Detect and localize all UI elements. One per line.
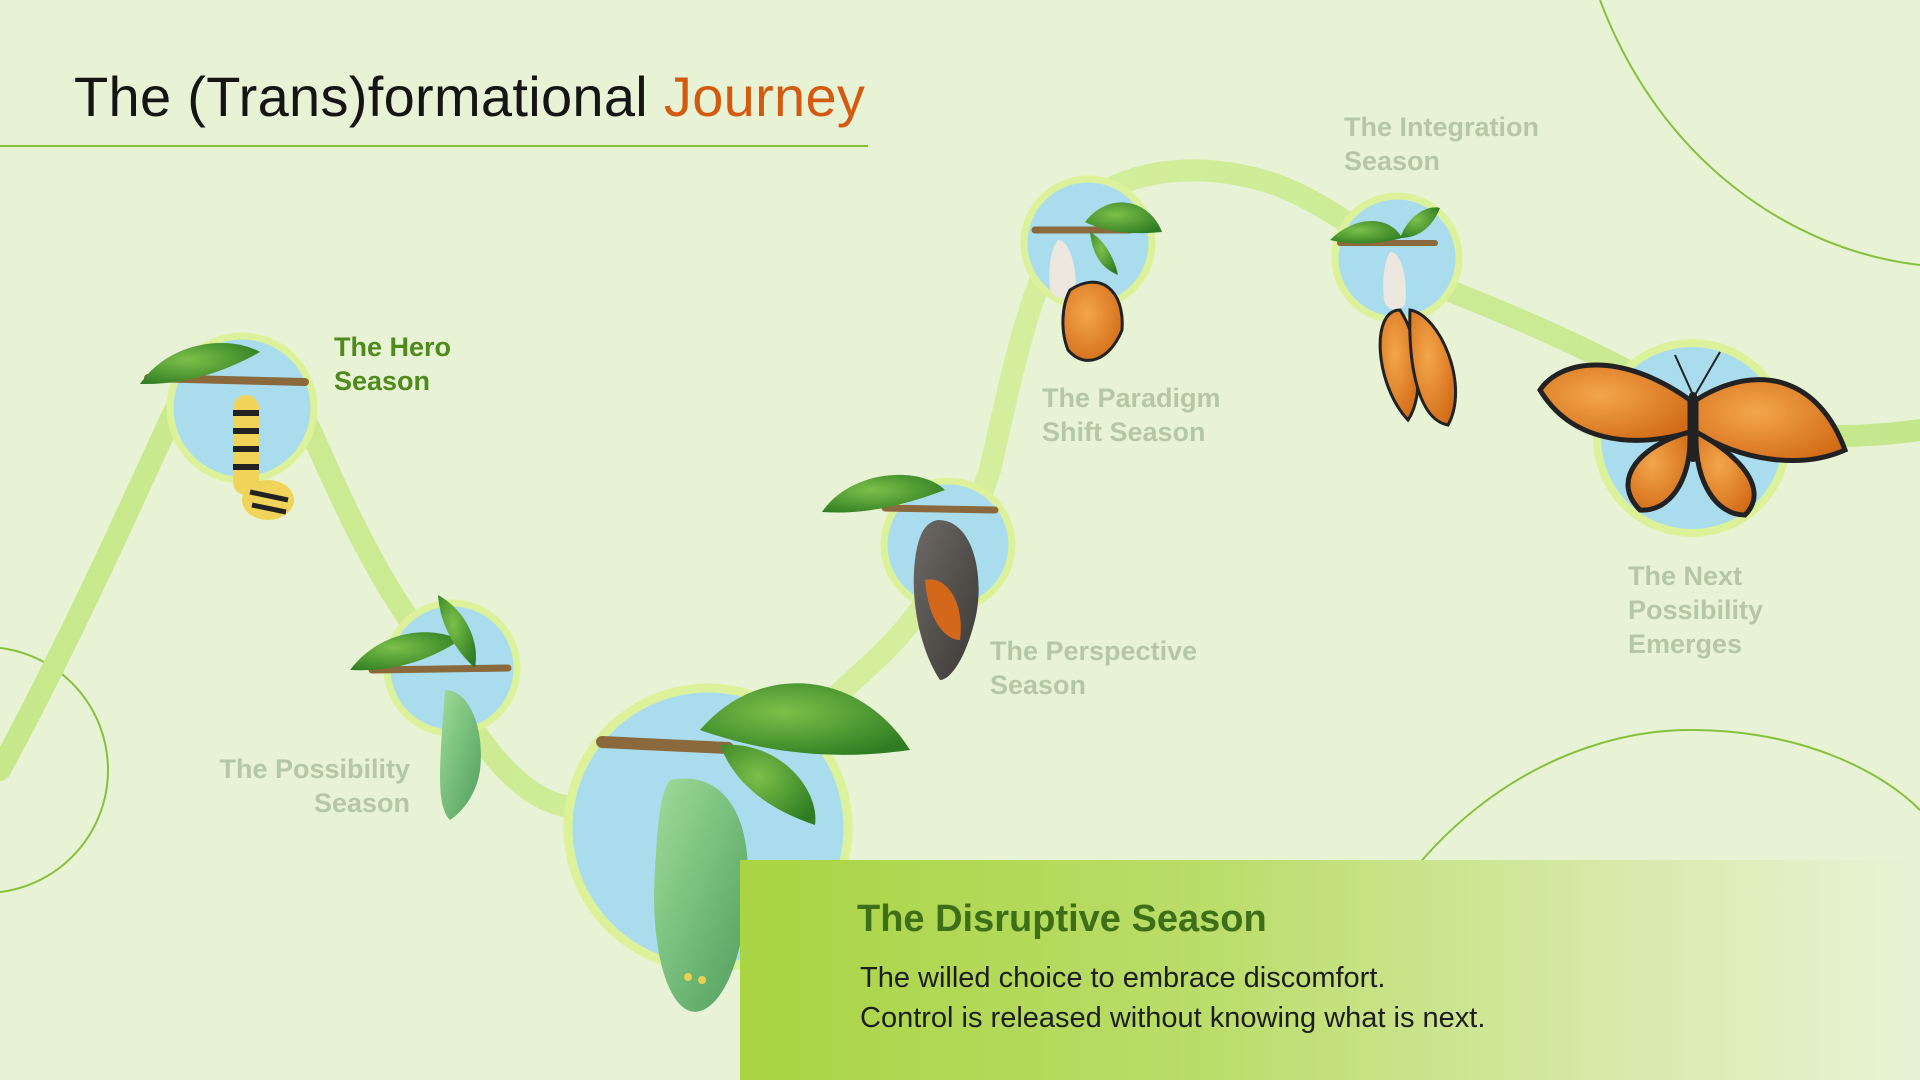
leaf-icon (350, 632, 460, 671)
hero-stage-illustration (140, 332, 318, 520)
paradigm-stage-illustration (1020, 175, 1162, 362)
chrysalis-icon (440, 690, 481, 820)
caterpillar-icon (233, 395, 294, 520)
branch (596, 736, 734, 754)
integration-stage-illustration (1330, 192, 1463, 427)
wing-pattern (925, 579, 961, 640)
next-possibility-stage-illustration (1537, 339, 1849, 537)
leaf-icon (438, 595, 476, 668)
leaf-icon (720, 744, 816, 825)
description-line: Control is released without knowing what… (860, 1002, 1486, 1034)
season-label-integration: The Integration Season (1344, 112, 1539, 176)
page-title: The (Trans)formational Journey (74, 64, 865, 129)
leaf-icon (1400, 207, 1440, 238)
butterfly-wing-icon (1408, 308, 1458, 427)
monarch-butterfly-icon (1537, 351, 1849, 518)
leaf-icon (1085, 202, 1162, 234)
season-label-paradigm-shift: The Paradigm Shift Season (1042, 383, 1221, 447)
empty-chrysalis-icon (1049, 240, 1076, 299)
perspective-stage-illustration (822, 474, 1016, 680)
title-main: The (Trans)formational (74, 65, 649, 128)
featured-season-description: The willed choice to embrace discomfort.… (860, 958, 1485, 1038)
leaf-icon (1330, 220, 1402, 244)
description-line: The willed choice to embrace discomfort. (860, 962, 1386, 994)
featured-season-title: The Disruptive Season (857, 898, 1267, 940)
branch (368, 664, 512, 674)
branch (881, 504, 999, 514)
leaf-icon (140, 342, 260, 385)
season-label-hero: The Hero Season (334, 332, 452, 396)
arc-top-right (1599, 0, 1920, 266)
chrysalis-icon (654, 778, 749, 1012)
leaf-icon (822, 474, 945, 513)
season-label-perspective: The Perspective Season (990, 636, 1198, 700)
arc-left (0, 646, 109, 894)
butterfly-icon (1061, 280, 1124, 362)
leaf-icon (1090, 232, 1118, 275)
title-divider (0, 145, 868, 147)
empty-chrysalis-icon (1383, 252, 1406, 310)
season-label-next-possibility: The Next Possibility Emerges (1628, 561, 1764, 659)
possibility-stage-illustration (350, 595, 521, 820)
title-accent: Journey (663, 65, 866, 128)
featured-season-panel (740, 860, 1920, 1080)
season-label-possibility: The Possibility Season (219, 754, 410, 818)
leaf-icon (700, 683, 910, 755)
